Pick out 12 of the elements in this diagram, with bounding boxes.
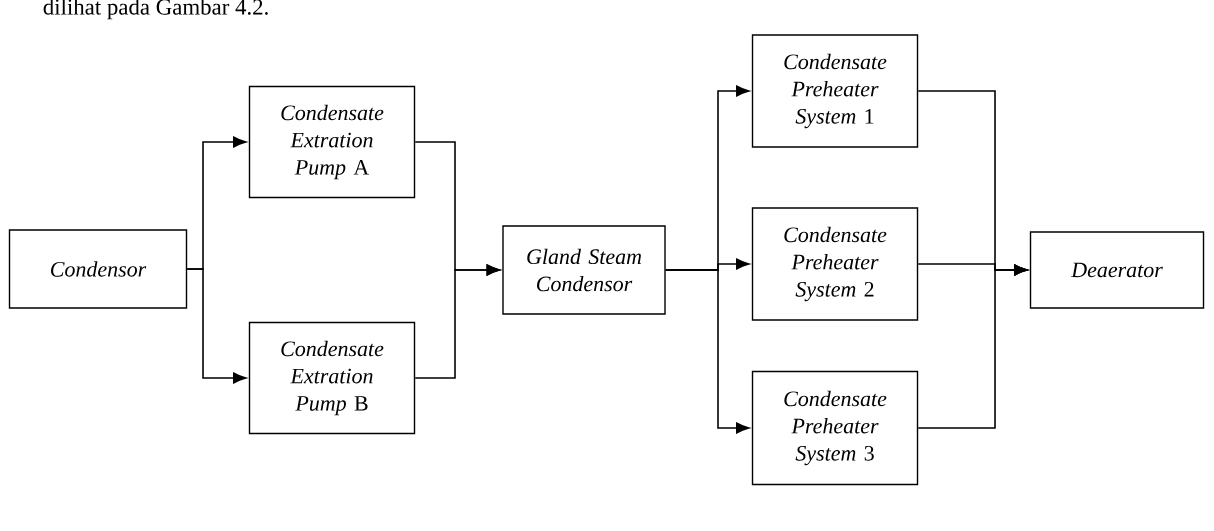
- arrow: [414, 264, 500, 379]
- process-box: Gland Steam Condensor: [502, 225, 666, 315]
- process-box: Condensate Preheater System 1: [751, 34, 919, 148]
- process-box: Condensor: [8, 229, 188, 309]
- process-box: Condensate Extration Pump B: [248, 321, 416, 435]
- process-box: Deaerator: [1029, 231, 1205, 309]
- process-box: Condensate Preheater System 2: [751, 207, 919, 321]
- process-box: Condensate Preheater System 3: [751, 370, 919, 486]
- process-box: Condensate Extration Pump A: [248, 85, 416, 199]
- arrow: [664, 269, 750, 434]
- arrow: [917, 264, 1028, 429]
- arrow: [186, 268, 247, 384]
